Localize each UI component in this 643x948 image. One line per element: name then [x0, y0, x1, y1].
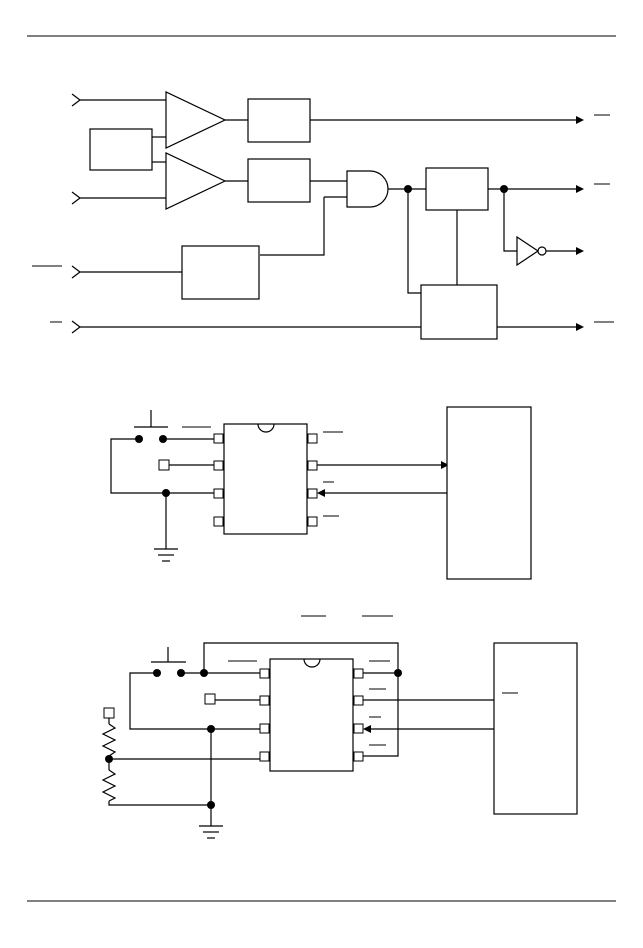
comparator-1 [165, 91, 227, 149]
ic-notch-1 [257, 423, 275, 433]
reference-block [89, 128, 153, 171]
inverter [516, 235, 540, 267]
input-marker-2 [71, 191, 81, 205]
microcontroller-2 [493, 642, 578, 815]
ic-package-2 [269, 658, 354, 772]
watchdog-block [420, 284, 498, 340]
and-gate [346, 170, 389, 208]
output-arrow-1 [576, 116, 584, 124]
latch-block [425, 167, 489, 211]
ic-notch-2 [303, 658, 321, 668]
resistor-1 [101, 723, 117, 757]
supply-terminal [103, 707, 115, 719]
microcontroller-1 [446, 406, 532, 580]
vcc-terminal-1 [158, 459, 170, 471]
output-arrow-2 [576, 185, 584, 193]
output-arrow-4 [576, 323, 584, 331]
delay-block-2 [247, 158, 311, 203]
output-arrow-3 [576, 247, 584, 255]
vcc-terminal-2 [204, 693, 216, 705]
debounce-block [181, 245, 260, 300]
comparator-2 [165, 152, 227, 210]
inverter-bubble [537, 246, 547, 256]
block-diagram [32, 91, 614, 340]
resistor-2 [101, 769, 117, 802]
input-marker-1 [71, 93, 81, 107]
input-marker-4 [71, 320, 81, 334]
input-marker-3 [71, 265, 81, 279]
delay-block-1 [247, 98, 311, 143]
ic-package-1 [223, 423, 308, 535]
application-circuit-2 [101, 642, 578, 839]
application-circuit-1 [110, 406, 532, 580]
